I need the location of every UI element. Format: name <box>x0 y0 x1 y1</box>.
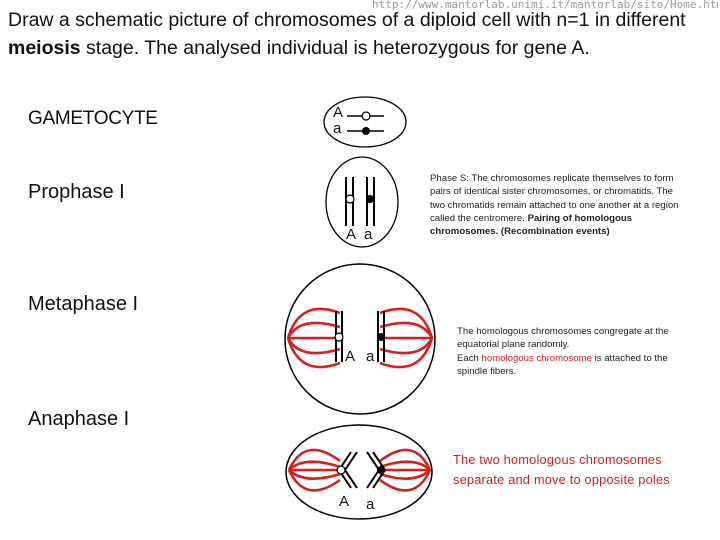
title-bold-word: meiosis <box>8 37 81 59</box>
homologous-highlight: homologous chromosome <box>481 352 592 364</box>
title-text-start: Draw a schematic picture of chromosomes … <box>8 9 686 31</box>
allele-label-a-metaphase: a <box>366 348 375 365</box>
anaphase-cell <box>285 424 433 520</box>
allele-label-A-anaphase: A <box>339 493 350 510</box>
allele-label-A-prophase: A <box>346 226 357 243</box>
anaphase-note: The two homologous chromosomes separate … <box>453 452 670 487</box>
allele-label-A-gametocyte: A <box>333 104 344 121</box>
prophase-note-bold: Pairing of homologous chromosomes. (Reco… <box>430 212 633 238</box>
anaphase-spindle-left <box>287 448 341 492</box>
anaphase-spindle-right <box>379 448 432 492</box>
metaphase-note-each: Each <box>457 352 482 364</box>
metaphase-spindle-left <box>286 307 341 369</box>
source-url: http://www.mantorlab.unimi.it/mantorlab/… <box>372 0 718 11</box>
stage-label-anaphase: Anaphase I <box>28 408 130 430</box>
metaphase-note: The homologous chromosomes congregate at… <box>457 325 687 378</box>
metaphase-note-rest: is attached to the spindle fibers. <box>457 352 668 377</box>
allele-label-a-prophase: a <box>364 226 373 243</box>
gametocyte-cell <box>323 96 407 148</box>
stage-label-gametocyte: GAMETOCYTE <box>28 108 158 129</box>
metaphase-cell <box>284 263 436 415</box>
metaphase-spindle-right <box>379 307 434 369</box>
prophase-cell <box>325 156 399 248</box>
allele-label-a-gametocyte: a <box>333 120 342 137</box>
stage-label-metaphase: Metaphase I <box>28 293 139 315</box>
stage-label-prophase: Prophase I <box>28 181 125 203</box>
title-text-end: stage. The analysed individual is hetero… <box>80 37 590 59</box>
question-title: Draw a schematic picture of chromosomes … <box>8 6 714 62</box>
prophase-note: Phase S: The chromosomes replicate thems… <box>430 172 688 238</box>
prophase-note-text: Phase S: The chromosomes replicate thems… <box>430 173 679 224</box>
metaphase-note-line1: The homologous chromosomes congregate at… <box>457 326 669 351</box>
allele-label-a-anaphase: a <box>366 496 375 513</box>
allele-label-A-metaphase: A <box>345 348 356 365</box>
metaphase-note-line2: Each homologous chromosome is attached t… <box>457 352 687 379</box>
